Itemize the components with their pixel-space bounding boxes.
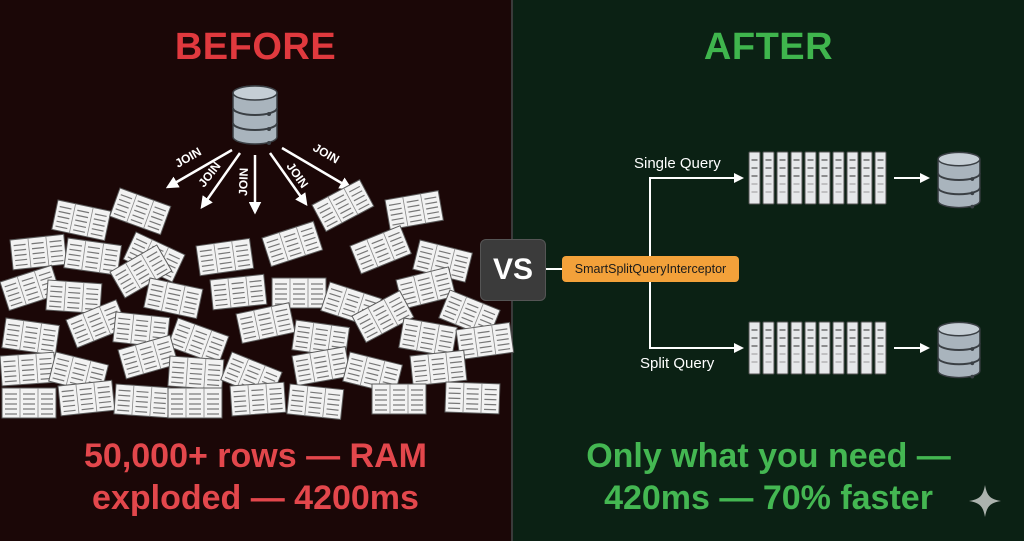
single-query-rows (748, 151, 887, 205)
table-sheet-icon (409, 349, 468, 387)
table-sheet-icon (143, 277, 204, 320)
table-sheet-icon (167, 387, 223, 419)
table-sheet-icon (0, 351, 57, 387)
vs-badge: VS (480, 239, 546, 301)
table-sheet-icon (261, 220, 324, 268)
table-sheet-icon (818, 151, 831, 205)
table-sheet-icon (1, 387, 57, 419)
after-tagline-line2: 420ms — 70% faster (604, 479, 933, 517)
before-heading: BEFORE (174, 26, 337, 68)
table-sheet-icon (874, 151, 887, 205)
table-sheet-icon (195, 237, 255, 277)
table-sheet-icon (818, 321, 831, 375)
table-sheet-icon (846, 321, 859, 375)
single-query-database-icon (937, 151, 981, 210)
before-tagline-line1: 50,000+ rows — RAM (84, 437, 427, 475)
table-sheet-icon (349, 225, 412, 275)
after-tagline: Only what you need — 420ms — 70% faster (513, 435, 1024, 519)
join-label: JOIN (311, 140, 342, 166)
table-sheet-icon (384, 190, 444, 231)
table-sheet-icon (790, 151, 803, 205)
single-query-label: Single Query (634, 155, 721, 172)
source-database-icon (232, 85, 278, 146)
table-sheet-icon (832, 321, 845, 375)
table-sheet-icon (1, 317, 61, 356)
table-sheet-icon (776, 321, 789, 375)
table-sheet-icon (398, 317, 458, 358)
join-label: JOIN (173, 144, 204, 170)
table-sheet-icon (235, 302, 296, 344)
before-tagline: 50,000+ rows — RAM exploded — 4200ms (0, 435, 511, 519)
table-sheet-icon (444, 381, 501, 415)
table-sheet-icon (832, 151, 845, 205)
exploded-rows-pile (0, 179, 515, 421)
split-query-rows (748, 321, 887, 375)
table-sheet-icon (229, 381, 287, 417)
table-sheet-icon (57, 379, 116, 417)
table-sheet-icon (9, 233, 68, 271)
sparkle-icon (969, 485, 1001, 517)
before-tagline-line2: exploded — 4200ms (92, 479, 419, 517)
table-sheet-icon (790, 321, 803, 375)
table-sheet-icon (804, 151, 817, 205)
interceptor-box: SmartSplitQueryInterceptor (562, 256, 739, 282)
table-sheet-icon (286, 383, 345, 421)
join-arrows (165, 146, 353, 215)
join-label: JOIN (284, 160, 312, 191)
split-query-database-icon (937, 321, 981, 380)
table-sheet-icon (748, 321, 761, 375)
join-label: JOIN (236, 168, 251, 196)
table-sheet-icon (846, 151, 859, 205)
table-sheet-icon (776, 151, 789, 205)
table-sheet-icon (860, 321, 873, 375)
table-sheet-icon (874, 321, 887, 375)
table-sheet-icon (748, 151, 761, 205)
table-sheet-icon (109, 187, 172, 236)
after-tagline-line1: Only what you need — (586, 437, 951, 475)
table-sheet-icon (804, 321, 817, 375)
query-routing-lines (546, 173, 930, 353)
table-sheet-icon (860, 151, 873, 205)
table-sheet-icon (209, 273, 268, 311)
table-sheet-icon (762, 151, 775, 205)
table-sheet-icon (762, 321, 775, 375)
table-sheet-icon (271, 277, 327, 309)
join-label: JOIN (195, 159, 223, 190)
table-sheet-icon (291, 346, 351, 387)
table-sheet-icon (167, 355, 225, 391)
table-sheet-icon (371, 383, 427, 415)
table-sheet-icon (311, 179, 375, 233)
after-heading: AFTER (703, 26, 834, 68)
table-sheet-icon (63, 237, 123, 276)
split-query-label: Split Query (640, 355, 715, 372)
table-sheet-icon (113, 383, 171, 419)
